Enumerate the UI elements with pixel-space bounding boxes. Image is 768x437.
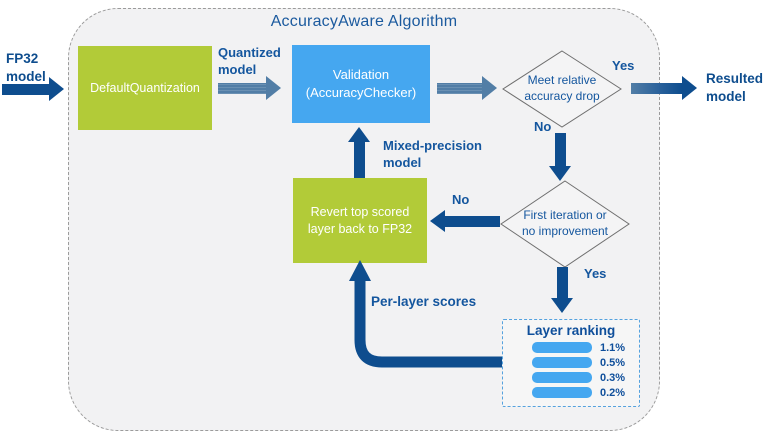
layer-ranking-title: Layer ranking <box>526 323 616 338</box>
decision2-down-arrow-shaft <box>557 267 568 298</box>
resulted-model-label: Resulted model <box>706 70 763 105</box>
ranking-row: 0.5% <box>532 356 639 369</box>
accuracy-decision-line2: accuracy drop <box>524 89 600 103</box>
input-arrow-head <box>49 77 64 101</box>
iteration-decision-line2: no improvement <box>521 224 609 238</box>
validation-line2: (AccuracyChecker) <box>305 85 417 100</box>
ranking-value: 0.2% <box>600 386 626 399</box>
ranking-bar <box>532 387 592 398</box>
no-accuracy-label: No <box>534 119 552 134</box>
decision1-down-arrow-head <box>549 166 571 181</box>
quantized-arrow-head <box>266 76 281 100</box>
yes-accuracy-label: Yes <box>612 58 635 73</box>
decision1-down-arrow-shaft <box>555 133 566 166</box>
ranking-bar <box>532 372 592 383</box>
validation-to-decision-arrow-shaft <box>437 83 482 94</box>
quantized-arrow-shaft <box>218 83 266 94</box>
ranking-row: 0.3% <box>532 371 639 384</box>
result-arrow-head <box>682 76 697 100</box>
mixed-precision-label: Mixed-precision model <box>383 138 482 172</box>
revert-to-validation-arrow-shaft <box>354 142 365 178</box>
yes-iteration-label: Yes <box>584 266 607 281</box>
ranking-value: 0.3% <box>600 371 626 384</box>
quantized-model-line1: Quantized <box>218 45 281 60</box>
ranking-bar <box>532 342 592 353</box>
resulted-model-line2: model <box>706 88 746 104</box>
scores-feedback-arrow <box>349 260 502 368</box>
ranking-row: 0.2% <box>532 386 639 399</box>
accuracy-decision-diamond <box>502 50 622 128</box>
revert-to-validation-arrow-head <box>348 127 370 142</box>
no-iteration-label: No <box>452 192 470 207</box>
quantized-model-line2: model <box>218 61 257 77</box>
resulted-model-line1: Resulted <box>706 71 764 86</box>
per-layer-scores-label: Per-layer scores <box>371 294 477 309</box>
default-quantization-node: DefaultQuantization <box>78 46 212 130</box>
mixed-precision-line2: model <box>383 154 422 170</box>
diagram-title: AccuracyAware Algorithm <box>270 13 458 30</box>
quantized-model-label: Quantized model <box>218 45 281 79</box>
iteration-decision-text: First iteration or no improvement <box>500 180 630 268</box>
iteration-decision-line1: First iteration or <box>523 208 607 223</box>
fp32-model-line1: FP32 <box>6 51 39 66</box>
fp32-model-line2: model <box>6 68 46 84</box>
validation-line1: Validation <box>332 67 390 83</box>
decision2-down-arrow-head <box>551 298 573 313</box>
revert-line2: layer back to FP32 <box>307 221 413 236</box>
input-arrow-shaft <box>2 84 49 95</box>
revert-node: Revert top scored layer back to FP32 <box>293 178 427 263</box>
decision2-to-revert-arrow-head <box>430 210 445 232</box>
layer-ranking-box: Layer ranking 1.1% 0.5% 0.3% 0.2% <box>502 319 640 407</box>
accuracy-decision-line1: Meet relative <box>527 73 597 88</box>
ranking-value: 0.5% <box>600 356 626 369</box>
accuracy-decision-text: Meet relative accuracy drop <box>502 50 622 128</box>
ranking-value: 1.1% <box>600 341 626 354</box>
result-arrow-shaft <box>631 83 682 94</box>
validation-to-decision-arrow-head <box>482 76 497 100</box>
default-quantization-label: DefaultQuantization <box>90 80 200 95</box>
ranking-row: 1.1% <box>532 341 639 354</box>
fp32-model-label: FP32 model <box>6 50 46 85</box>
mixed-precision-line1: Mixed-precision <box>383 138 482 153</box>
validation-node: Validation (AccuracyChecker) <box>292 45 430 123</box>
ranking-bar <box>532 357 592 368</box>
revert-line1: Revert top scored <box>310 204 410 219</box>
decision2-to-revert-arrow-shaft <box>445 216 500 227</box>
